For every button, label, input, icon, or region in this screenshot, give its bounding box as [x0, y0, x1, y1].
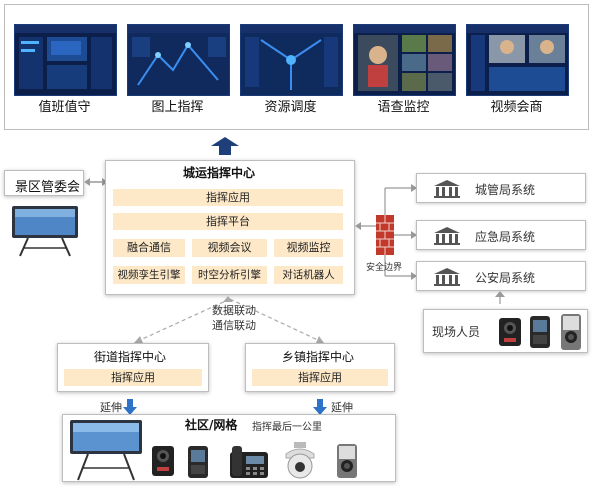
- community-grid-subtitle: 指挥最后一公里: [252, 422, 322, 433]
- dashboard-thumbnail-icon: [15, 25, 116, 89]
- extend-label-left: 延伸: [100, 401, 122, 414]
- up-arrow-icon: [211, 137, 239, 155]
- video-monitor-cell: 视频监控: [274, 239, 343, 257]
- urban-management-system-label: 城管局系统: [475, 183, 536, 197]
- spatiotemporal-engine-cell: 时空分析引擎: [192, 266, 267, 284]
- screen-resources: [240, 24, 343, 96]
- government-building-icon: [434, 227, 460, 245]
- firewall-icon: [376, 215, 394, 255]
- data-linkage-label: 数据联动: [212, 304, 256, 317]
- command-app-bar: 指挥应用: [113, 189, 343, 206]
- screen-video-conference: [466, 24, 569, 96]
- linkage-connectors: [134, 296, 324, 343]
- large-screen-icon: [12, 206, 78, 257]
- comm-linkage-label: 通信联动: [212, 319, 256, 332]
- video-meeting-cell: 视频会议: [192, 239, 267, 257]
- government-building-icon: [434, 268, 460, 286]
- screen-map: [127, 24, 230, 96]
- map-thumbnail-icon: [128, 25, 229, 95]
- command-platform-bar: 指挥平台: [113, 213, 343, 230]
- emergency-system-label: 应急局系统: [475, 230, 536, 244]
- up-arrow-icon: [495, 291, 505, 304]
- street-command-app-bar: 指挥应用: [64, 369, 202, 386]
- street-command-center-title: 街道指挥中心: [94, 350, 167, 364]
- module-label-duty: 值班值守: [38, 100, 91, 115]
- police-system-label: 公安局系统: [475, 271, 536, 285]
- scenic-committee-label: 景区管委会: [15, 180, 81, 195]
- town-command-center-title: 乡镇指挥中心: [282, 350, 355, 364]
- desk-phone-icon: [230, 446, 268, 478]
- community-grid-title: 社区/网格: [185, 418, 238, 432]
- chatbot-cell: 对话机器人: [274, 266, 343, 284]
- down-arrow-icon: [123, 399, 137, 415]
- security-boundary-label: 安全边界: [366, 263, 403, 273]
- extend-label-right: 延伸: [331, 401, 353, 414]
- portable-camera-icon: [561, 314, 581, 350]
- video-conference-thumbnail-icon: [467, 25, 568, 91]
- module-label-video: 视频会商: [490, 100, 543, 115]
- handheld-terminal-icon: [188, 446, 208, 478]
- street-command-center: 街道指挥中心 指挥应用: [57, 343, 209, 392]
- module-label-monitor: 语查监控: [377, 100, 430, 115]
- body-camera-icon: [499, 318, 521, 346]
- body-camera-icon: [152, 446, 174, 476]
- town-command-app-bar: 指挥应用: [252, 369, 388, 386]
- scenic-committee-box: 景区管委会: [4, 170, 84, 196]
- handheld-terminal-icon: [530, 316, 550, 348]
- dome-camera-icon: [285, 442, 315, 479]
- large-screen-icon: [70, 420, 142, 481]
- screen-monitor: [353, 24, 456, 96]
- police-system-box: 公安局系统: [416, 261, 586, 291]
- town-command-center: 乡镇指挥中心 指挥应用: [245, 343, 395, 392]
- screen-duty: [14, 24, 117, 96]
- city-command-center-title: 城运指挥中心: [183, 166, 256, 180]
- emergency-system-box: 应急局系统: [416, 220, 586, 250]
- monitor-thumbnail-icon: [354, 25, 455, 91]
- urban-management-system-box: 城管局系统: [416, 173, 586, 203]
- resource-thumbnail-icon: [241, 25, 342, 95]
- portable-camera-icon: [337, 444, 357, 478]
- down-arrow-icon: [313, 399, 327, 415]
- field-personnel-box: 现场人员: [423, 309, 588, 353]
- field-personnel-label: 现场人员: [432, 325, 481, 339]
- twin-engine-cell: 视频孪生引擎: [113, 266, 185, 284]
- government-building-icon: [434, 180, 460, 198]
- fusion-comm-cell: 融合通信: [113, 239, 185, 257]
- module-label-resources: 资源调度: [264, 100, 317, 115]
- module-label-map: 图上指挥: [151, 100, 204, 115]
